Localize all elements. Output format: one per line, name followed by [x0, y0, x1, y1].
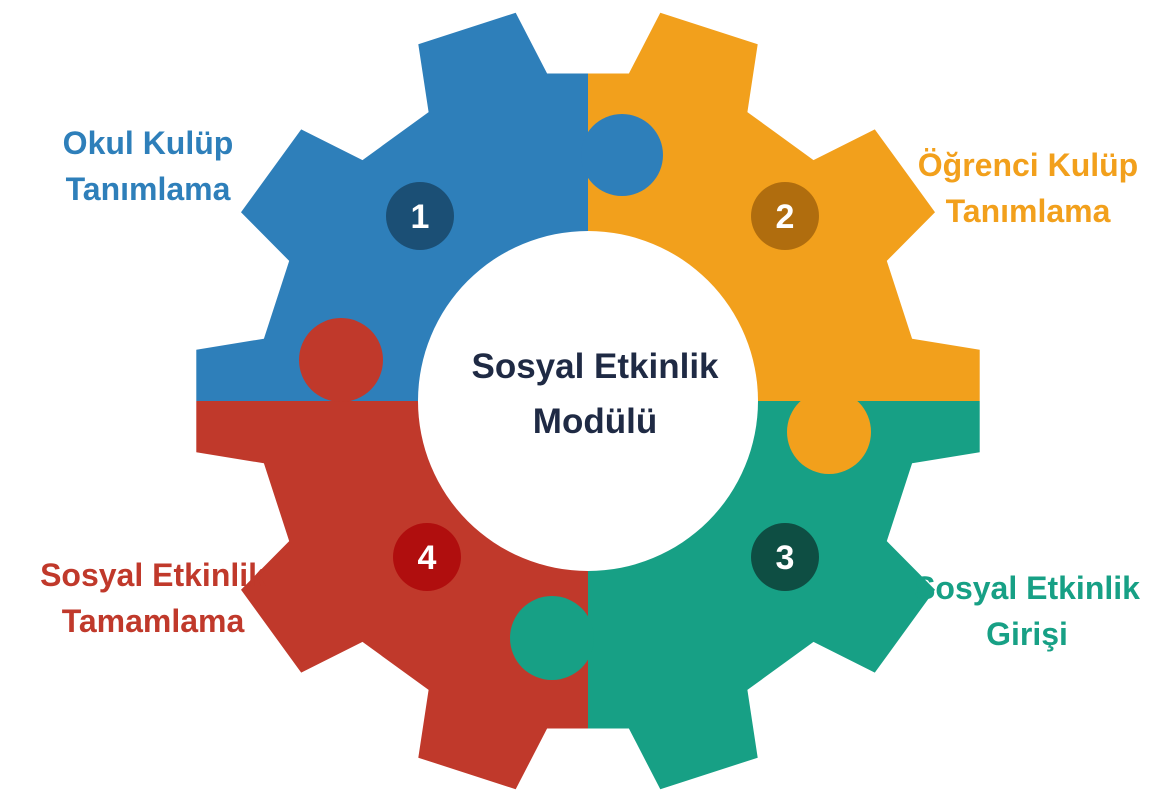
step-label-1-line1: Okul Kulüp: [62, 125, 234, 161]
step-label-2-line2: Tanımlama: [945, 193, 1111, 229]
step-label-2: Öğrenci Kulüp Tanımlama: [880, 142, 1176, 234]
step-badge-1: 1: [386, 182, 454, 250]
step-label-2-line1: Öğrenci Kulüp: [917, 147, 1139, 183]
svg-text:3: 3: [776, 539, 795, 577]
puzzle-knob-4: [510, 596, 594, 680]
step-label-3: Sosyal Etkinlik Girişi: [878, 565, 1176, 657]
puzzle-knob-2: [581, 114, 663, 196]
step-label-4-line2: Tamamlama: [61, 603, 245, 639]
step-badge-3: 3: [751, 523, 819, 591]
center-title-line1: Sosyal Etkinlik: [471, 347, 719, 386]
step-badge-4: 4: [393, 523, 461, 591]
step-label-3-line1: Sosyal Etkinlik: [914, 570, 1140, 606]
step-label-1-line2: Tanımlama: [65, 171, 231, 207]
step-label-4-line1: Sosyal Etkinlik: [40, 557, 266, 593]
puzzle-knob-1: [299, 318, 383, 402]
puzzle-knob-3: [787, 390, 871, 474]
svg-text:2: 2: [776, 198, 795, 236]
step-label-4: Sosyal Etkinlik Tamamlama: [0, 552, 306, 644]
center-hub: [418, 231, 758, 571]
center-title-line2: Modülü: [533, 402, 657, 441]
step-label-3-line2: Girişi: [986, 616, 1068, 652]
step-label-1: Okul Kulüp Tanımlama: [14, 120, 282, 212]
step-badge-2: 2: [751, 182, 819, 250]
svg-text:4: 4: [418, 539, 437, 577]
svg-text:1: 1: [411, 198, 430, 236]
